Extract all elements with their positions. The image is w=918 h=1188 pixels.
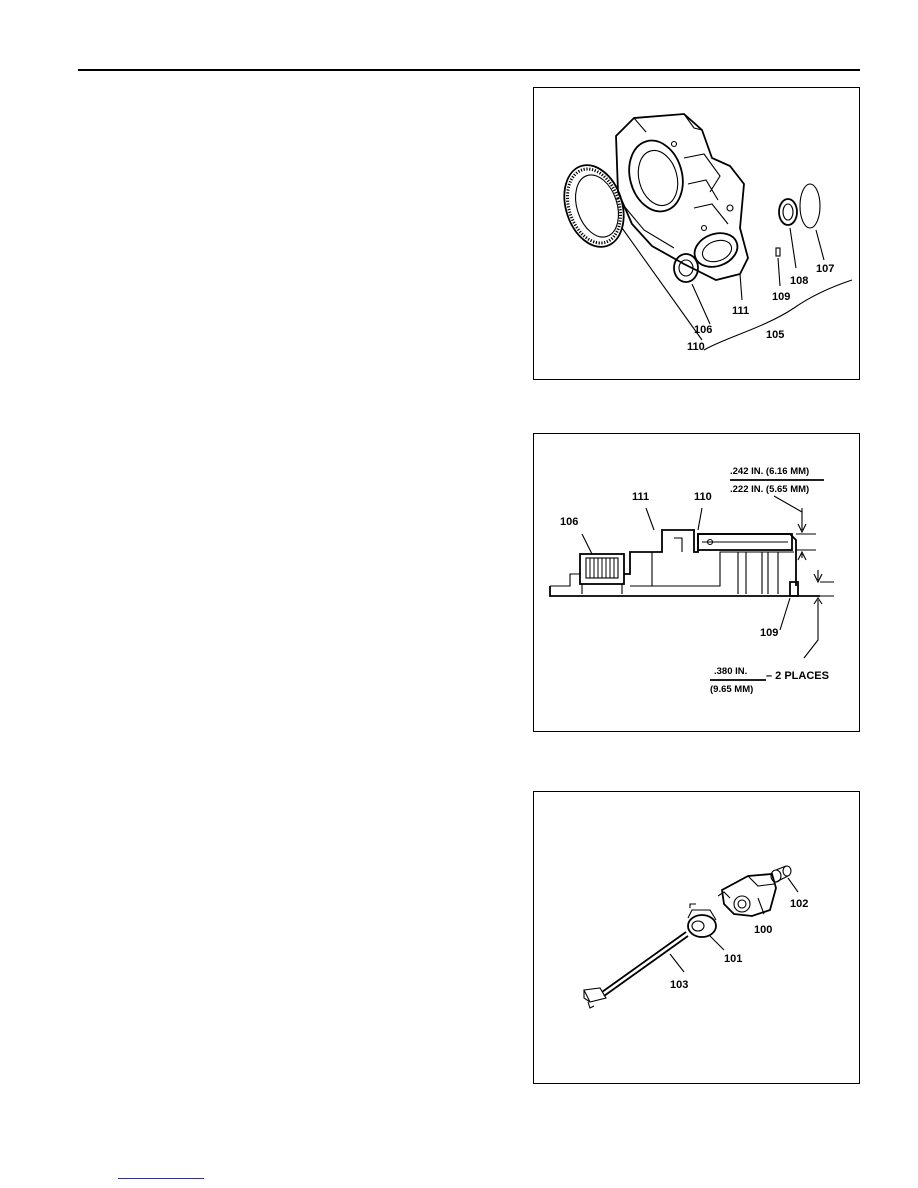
callout-100: 100 — [754, 924, 772, 936]
pin-109 — [775, 247, 781, 257]
callout-109: 109 — [760, 627, 778, 639]
transfer-case-housing — [615, 113, 749, 281]
cross-section-illustration: 106 111 110 109 .242 IN. (6.16 MM) .222 … — [549, 466, 834, 695]
ring-gear-110 — [563, 164, 625, 248]
collar-101 — [687, 903, 717, 938]
shaft-103 — [583, 931, 689, 1009]
dimension-lower-in: .380 IN. — [714, 666, 747, 677]
seal-106 — [673, 253, 699, 283]
shift-components-illustration: 102 100 101 103 — [583, 865, 808, 1009]
callout-102: 102 — [790, 898, 808, 910]
seal-106-block — [579, 553, 625, 594]
figure-housing-exploded: 110 106 111 109 108 107 105 — [533, 87, 860, 380]
snap-ring-107 — [799, 183, 821, 229]
callout-103: 103 — [670, 979, 688, 991]
callout-106: 106 — [560, 516, 578, 528]
callout-105: 105 — [766, 329, 784, 341]
ring-110-section — [697, 533, 793, 551]
bearing-108 — [778, 198, 798, 226]
callout-108: 108 — [790, 275, 808, 287]
dimension-upper-min: .222 IN. (5.65 MM) — [730, 484, 809, 495]
callout-101: 101 — [724, 953, 742, 965]
callout-110: 110 — [687, 341, 705, 353]
housing-exploded-illustration: 110 106 111 109 108 107 105 — [563, 113, 853, 353]
figure-installation-depth: 106 111 110 109 .242 IN. (6.16 MM) .222 … — [533, 433, 860, 732]
pin-109-section — [789, 581, 799, 597]
figure-shift-components: 102 100 101 103 — [533, 791, 860, 1084]
dimension-lower-mm: (9.65 MM) — [710, 684, 753, 695]
header-rule — [78, 69, 860, 71]
footer-link-underline[interactable] — [118, 1178, 204, 1179]
callout-111: 111 — [632, 491, 649, 503]
callout-111: 111 — [732, 305, 749, 317]
dimension-upper-max: .242 IN. (6.16 MM) — [730, 466, 809, 477]
pin-102 — [770, 865, 792, 883]
callout-110: 110 — [694, 491, 712, 503]
callout-107: 107 — [816, 263, 834, 275]
callout-106: 106 — [694, 324, 712, 336]
fork-100 — [717, 873, 777, 917]
dimension-lower-note: – 2 PLACES — [766, 670, 829, 682]
callout-109: 109 — [772, 291, 790, 303]
